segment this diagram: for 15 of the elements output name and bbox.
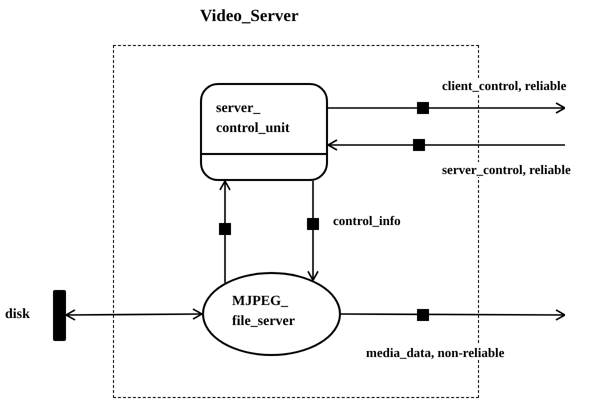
arrow: [65, 308, 203, 321]
edge-label: client_control, reliable: [442, 78, 566, 93]
arrow: [307, 181, 319, 282]
arrow: [219, 180, 231, 283]
edge-label: media_data, non-reliable: [366, 345, 504, 360]
edge-label: control_info: [333, 213, 401, 228]
group-title: Video_Server: [200, 6, 299, 26]
edge-label: server_control, reliable: [442, 162, 571, 177]
arrow: [328, 102, 566, 114]
node-label: disk: [5, 307, 30, 323]
node-label: server_ control_unit: [216, 100, 291, 138]
arrow: [327, 139, 565, 151]
node-label: MJPEG_ file_server: [232, 293, 296, 331]
process-box: [200, 83, 328, 181]
arrow: [341, 309, 566, 321]
